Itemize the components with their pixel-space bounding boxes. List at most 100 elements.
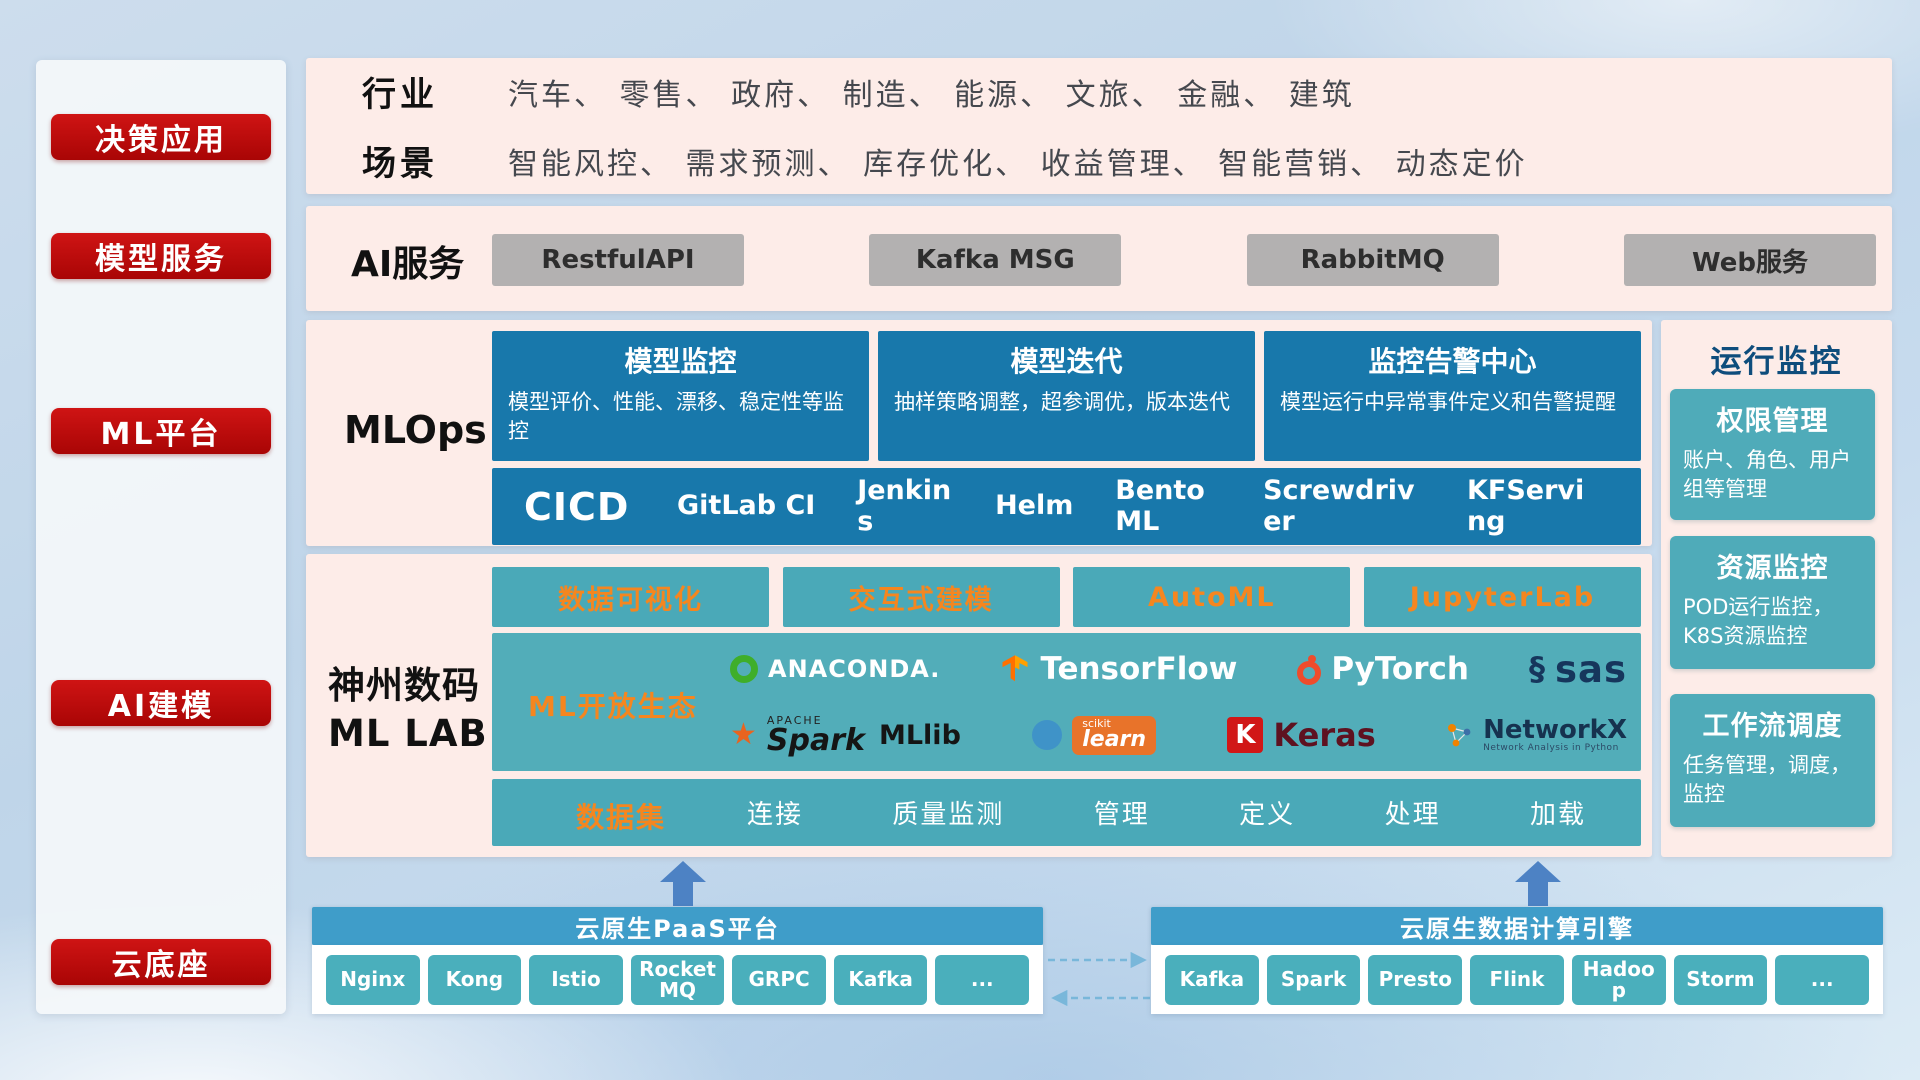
cicd-bentoml: BentoML	[1115, 475, 1205, 537]
anaconda-text: ANACONDA.	[768, 655, 941, 683]
card-desc: POD运行监控，K8S资源监控	[1683, 595, 1834, 649]
scikit-learn-logo: scikit learn	[1032, 715, 1157, 755]
pytorch-text: PyTorch	[1331, 651, 1469, 687]
ml-lab-label-line2: ML LAB	[328, 712, 488, 756]
ai-service-label: AI服务	[351, 244, 465, 285]
pytorch-icon	[1297, 655, 1322, 685]
keras-text: Keras	[1273, 716, 1376, 754]
sas-text: sas	[1554, 647, 1627, 691]
ml-lab-label-line1: 神州数码	[328, 664, 480, 707]
dataset-load: 加载	[1529, 800, 1586, 830]
card-title: 模型监控	[624, 345, 737, 378]
sidebar-item-decision-application: 决策应用	[51, 114, 271, 160]
engine-chip-spark: Spark	[1266, 954, 1361, 1005]
service-web: Web服务	[1623, 234, 1876, 286]
card-desc: 账户、角色、用户组等管理	[1683, 448, 1851, 502]
engine-chip-more: ...	[1775, 954, 1870, 1005]
tool-interactive-modeling: 交互式建模	[782, 567, 1060, 627]
engine-chip-hadoop: Hadoop	[1571, 954, 1666, 1005]
keras-icon: K	[1227, 717, 1264, 753]
paas-chip-grpc: GRPC	[732, 954, 826, 1005]
ml-open-ecosystem-label: ML开放生态	[528, 690, 698, 723]
tensorflow-logo: TensorFlow	[1000, 651, 1237, 687]
spark-text-block: APACHE Spark	[767, 715, 865, 756]
dataset-manage: 管理	[1093, 800, 1150, 830]
spark-apache-text: APACHE	[766, 713, 823, 727]
ml-open-ecosystem-box: ML开放生态 ANACONDA. TensorFlow	[492, 633, 1641, 771]
dataset-define: 定义	[1239, 800, 1296, 830]
workflow-scheduling-card: 工作流调度 任务管理，调度，监控	[1670, 694, 1875, 827]
ecosystem-logo-row-1: ANACONDA. TensorFlow PyTorch	[730, 639, 1627, 699]
card-title: 工作流调度	[1702, 711, 1843, 742]
ml-lab-tools: 数据可视化 交互式建模 AutoML JupyterLab	[492, 567, 1641, 627]
engine-chip-flink: Flink	[1470, 954, 1564, 1005]
networkx-logo: NetworkX Network Analysis in Python	[1447, 716, 1627, 754]
dataset-connect: 连接	[747, 800, 804, 830]
run-monitoring-panel: 运行监控 权限管理 账户、角色、用户组等管理 资源监控 POD运行监控，K8S资…	[1661, 320, 1892, 857]
ml-lab-label: 神州数码 ML LAB	[328, 662, 488, 758]
pytorch-logo: PyTorch	[1297, 651, 1469, 687]
scenario-row: 场景 智能风控、 需求预测、 库存优化、 收益管理、 智能营销、 动态定价	[362, 136, 1892, 185]
paas-chip-nginx: Nginx	[326, 954, 420, 1005]
cicd-jenkins: Jenkins	[857, 475, 952, 537]
service-kafka-msg: Kafka MSG	[869, 234, 1122, 286]
cicd-helm: Helm	[995, 490, 1074, 522]
learn-text: learn	[1082, 726, 1147, 752]
networkx-text-block: NetworkX Network Analysis in Python	[1483, 716, 1627, 754]
sidebar-item-cloud-base: 云底座	[51, 939, 271, 985]
tool-automl: AutoML	[1073, 567, 1351, 627]
paas-chip-istio: Istio	[529, 954, 623, 1005]
data-engine-items: Kafka Spark Presto Flink Hadoop Storm ..…	[1151, 945, 1883, 1014]
paas-platform-items: Nginx Kong Istio RocketMQ GRPC Kafka ...	[312, 945, 1043, 1014]
card-desc: 模型运行中异常事件定义和告警提醒	[1280, 390, 1616, 414]
exchange-arrows-icon	[1048, 951, 1150, 1007]
service-rabbitmq: RabbitMQ	[1246, 234, 1499, 286]
card-title: 模型迭代	[1010, 345, 1123, 378]
industry-row: 行业 汽车、 零售、 政府、 制造、 能源、 文旅、 金融、 建筑	[362, 67, 1892, 116]
service-restfulapi: RestfulAPI	[492, 234, 744, 286]
industry-label: 行业	[362, 75, 438, 115]
scikit-learn-icon	[1032, 720, 1063, 750]
engine-chip-kafka: Kafka	[1165, 954, 1259, 1005]
up-arrow-icon	[660, 861, 706, 906]
anaconda-logo: ANACONDA.	[730, 655, 940, 683]
paas-platform-header: 云原生PaaS平台	[312, 907, 1043, 945]
resource-monitoring-card: 资源监控 POD运行监控，K8S资源监控	[1670, 536, 1875, 669]
cicd-gitlab-ci: GitLab CI	[677, 490, 816, 522]
sidebar: 决策应用 模型服务 ML平台 AI建模 云底座	[36, 60, 286, 1014]
engine-chip-storm: Storm	[1673, 954, 1768, 1005]
sidebar-item-model-service: 模型服务	[51, 233, 271, 279]
ai-service-buttons: RestfulAPI Kafka MSG RabbitMQ Web服务	[492, 234, 1876, 286]
paas-chip-kong: Kong	[427, 954, 522, 1005]
dataset-quality: 质量监测	[892, 800, 1005, 830]
alert-center-card: 监控告警中心 模型运行中异常事件定义和告警提醒	[1264, 331, 1641, 461]
industry-scenario-panel: 行业 汽车、 零售、 政府、 制造、 能源、 文旅、 金融、 建筑 场景 智能风…	[306, 58, 1892, 194]
card-title: 监控告警中心	[1368, 345, 1537, 378]
cicd-kfserving: KFServing	[1466, 475, 1585, 537]
spark-text: Spark	[766, 722, 865, 758]
engine-chip-presto: Presto	[1368, 954, 1463, 1005]
tool-jupyterlab: JupyterLab	[1363, 567, 1641, 627]
tensorflow-text: TensorFlow	[1040, 651, 1238, 687]
ml-lab-panel: 神州数码 ML LAB 数据可视化 交互式建模 AutoML JupyterLa…	[306, 554, 1652, 857]
scenario-list: 智能风控、 需求预测、 库存优化、 收益管理、 智能营销、 动态定价	[508, 146, 1528, 182]
paas-chip-kafka: Kafka	[833, 954, 928, 1005]
card-title: 资源监控	[1716, 553, 1829, 584]
scenario-label: 场景	[362, 144, 438, 184]
keras-logo: K Keras	[1227, 716, 1376, 754]
sidebar-item-ai-modeling: AI建模	[51, 680, 271, 726]
cicd-items: GitLab CI Jenkins Helm BentoML Screwdriv…	[677, 468, 1599, 545]
sas-logo: § sas	[1529, 648, 1627, 691]
ai-service-panel: AI服务 RestfulAPI Kafka MSG RabbitMQ Web服务	[306, 206, 1892, 311]
model-monitoring-card: 模型监控 模型评价、性能、漂移、稳定性等监控	[492, 331, 869, 461]
spark-star-icon: ★	[730, 717, 757, 752]
cicd-label: CICD	[524, 485, 630, 529]
dataset-label: 数据集	[576, 801, 667, 834]
tool-data-visualization: 数据可视化	[492, 567, 769, 627]
card-desc: 模型评价、性能、漂移、稳定性等监控	[508, 390, 844, 444]
paas-chip-more: ...	[935, 954, 1030, 1005]
networkx-text: NetworkX	[1483, 714, 1627, 745]
paas-chip-rocketmq: RocketMQ	[630, 954, 725, 1005]
card-title: 权限管理	[1716, 406, 1829, 437]
